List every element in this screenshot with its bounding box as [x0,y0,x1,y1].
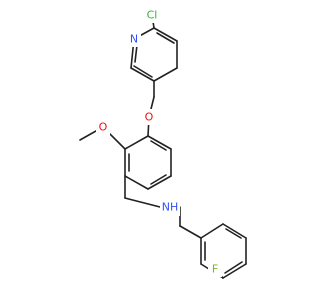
ch2-to-ring-c-c1-bond [179,225,202,239]
ring-a-double-3-bond [134,44,138,63]
ring-b-double-2-bond [150,174,167,185]
ring-b-c6-c1-bond [147,135,172,150]
ring-b-double-3-bond [150,140,167,151]
fluorine-label-bg [208,261,222,277]
pyridine-nitrogen-label-bg [127,31,141,47]
bonds [79,14,247,279]
ring-a-c5-c6-bond [130,67,155,82]
methoxy-oxygen-atom: O [99,121,108,134]
atom-labels: Cl N O O NH F [96,7,222,277]
methoxy-oxygen-label-bg [96,119,110,135]
ring-c-double-1-bond [225,228,242,239]
ring-c-double-2-bond [224,261,243,274]
chemical-structure: Cl N O O NH F [79,7,247,279]
ring-b-c4-c5-bond [147,175,172,190]
ring-a-double-2-bond [133,65,153,78]
amine-atom: NH [162,201,179,214]
ether-oxygen-label-bg [142,109,156,125]
ring-a-c2-c3-bond [153,27,178,42]
ring-c-c2-c3-bond [222,223,247,239]
ring-c-c4-c5-bond [222,263,247,279]
ring-b-c3-c4-bond [124,175,149,190]
ring-a-double-1-bond [156,32,175,44]
ether-oxygen-atom: O [145,111,154,124]
ring-a-c4-c5-bond [153,67,178,82]
fluorine-atom: F [212,263,218,276]
benzyl-ch2-to-nh-bond [124,197,161,208]
pyridine-nitrogen-atom: N [130,33,138,46]
chlorine-label-bg [140,7,164,23]
ring-b-c1-c2-bond [124,135,149,150]
amine-label-bg [160,198,180,216]
chlorine-atom: Cl [147,9,158,22]
ring-c-c1-c2-bond [200,223,224,239]
